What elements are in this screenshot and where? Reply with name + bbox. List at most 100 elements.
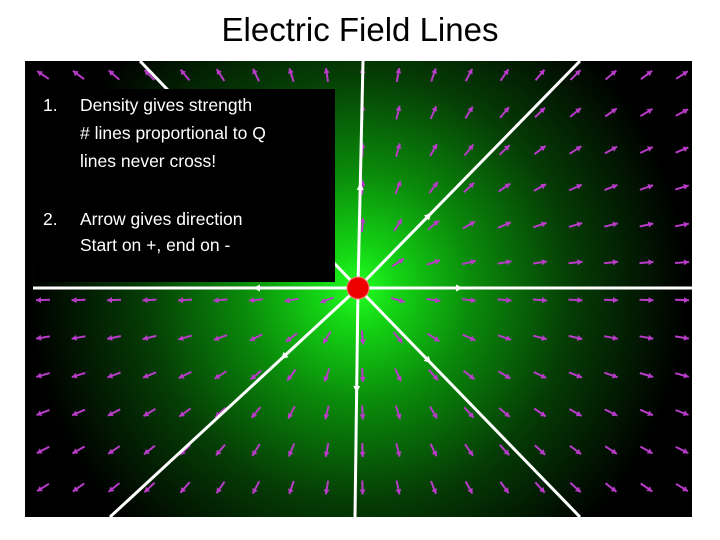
field-vector-arrow (71, 445, 86, 455)
field-vector-arrow (251, 443, 261, 457)
field-vector-arrow (284, 297, 299, 304)
field-vector-arrow (463, 143, 475, 157)
field-vector-arrow (533, 407, 547, 418)
field-vector-arrow (72, 482, 85, 493)
field-vector-arrow (603, 259, 619, 266)
field-vector-arrow (285, 332, 298, 343)
list-line: Arrow gives direction (80, 209, 243, 229)
field-vector-arrow (215, 68, 226, 82)
field-vector-arrow (142, 408, 157, 417)
field-vector-arrow (142, 297, 157, 304)
field-vector-arrow (675, 108, 689, 117)
field-vector-arrow (71, 297, 86, 304)
field-vector-arrow (143, 444, 156, 456)
field-vector-arrow (674, 221, 690, 228)
field-vector-arrow (533, 145, 547, 155)
field-vector-arrow (675, 146, 689, 154)
field-vector-arrow (426, 297, 441, 304)
field-vector-arrow (359, 217, 366, 233)
field-vector-arrow (568, 259, 583, 266)
field-vector-arrow (178, 371, 192, 379)
field-vector-arrow (499, 481, 510, 494)
field-vector-arrow (604, 371, 618, 379)
field-vector-arrow (498, 407, 511, 418)
field-vector-arrow (107, 445, 121, 455)
field-vector-arrow (394, 368, 402, 382)
field-vector-arrow (71, 334, 86, 341)
field-vector-arrow (639, 297, 654, 304)
field-vector-arrow (395, 442, 402, 458)
point-charge (346, 276, 370, 300)
field-vector-arrow (36, 408, 50, 417)
field-vector-arrow (395, 143, 402, 157)
field-vector-arrow (323, 442, 330, 458)
field-vector-arrow (71, 408, 86, 417)
field-vector-arrow (568, 408, 583, 417)
field-vector-arrow (568, 334, 583, 341)
field-vector-arrow (498, 182, 511, 193)
field-vector-arrow (603, 334, 619, 341)
list-number-2: 2. (43, 209, 58, 229)
field-vector-arrow (288, 68, 295, 82)
field-vector-arrow (393, 218, 403, 232)
field-vector-arrow (497, 370, 512, 380)
field-vector-arrow (674, 334, 690, 341)
field-vector-arrow (287, 405, 296, 420)
field-vector-arrow (72, 70, 85, 81)
field-vector-arrow (430, 480, 437, 495)
field-vector-arrow (429, 105, 438, 120)
field-vector-arrow (464, 480, 474, 495)
field-vector-arrow (569, 482, 582, 493)
field-line (356, 61, 365, 289)
field-vector-arrow (428, 181, 439, 194)
field-vector-arrow (534, 106, 546, 119)
field-vector-arrow (107, 371, 121, 379)
list-line: lines never cross! (80, 151, 217, 171)
field-vector-arrow (569, 145, 582, 155)
field-vector-arrow (675, 482, 689, 493)
field-vector-arrow (604, 408, 618, 417)
field-vector-arrow (462, 333, 476, 342)
field-vector-arrow (639, 408, 654, 417)
list-line: Start on +, end on - (80, 235, 231, 255)
field-vector-arrow (499, 68, 510, 82)
field-vector-arrow (430, 68, 437, 82)
field-vector-arrow (35, 334, 51, 341)
field-vector-arrow (462, 220, 476, 230)
field-vector-arrow (178, 334, 192, 341)
field-vector-arrow (639, 184, 654, 191)
field-vector-arrow (252, 68, 260, 82)
field-vector-arrow (214, 370, 227, 380)
field-vector-arrow (323, 368, 331, 382)
field-vector-arrow (359, 480, 366, 495)
field-vector-arrow (639, 334, 654, 341)
field-vector-arrow (359, 330, 366, 345)
field-vector-arrow (534, 444, 546, 456)
field-vector-arrow (429, 405, 438, 420)
list-line: Density gives strength (80, 95, 253, 115)
field-vector-arrow (534, 481, 546, 494)
field-vector-arrow (392, 331, 404, 344)
list-item-2: 2. Arrow gives direction Start on +, end… (35, 207, 335, 263)
field-vector-arrow (498, 144, 511, 156)
field-vector-arrow (604, 183, 618, 192)
field-vector-arrow (675, 446, 689, 454)
field-vector-arrow (286, 368, 297, 382)
field-vector-arrow (215, 481, 226, 494)
field-vector-arrow (288, 480, 295, 495)
field-vector-arrow (106, 297, 122, 304)
field-vector-arrow (497, 259, 512, 266)
field-line (356, 61, 582, 290)
field-vector-arrow (107, 482, 121, 493)
field-vector-arrow (604, 445, 618, 455)
field-vector-arrow (675, 184, 689, 191)
field-vector-arrow (250, 369, 262, 381)
field-vector-arrow (142, 371, 157, 379)
field-vector-arrow (322, 331, 332, 344)
field-vector-arrow (359, 442, 366, 458)
field-vector-arrow (603, 221, 619, 228)
field-line (33, 284, 358, 292)
field-vector-arrow (179, 68, 191, 82)
field-vector-arrow (213, 334, 228, 341)
field-vector-arrow (36, 482, 50, 493)
